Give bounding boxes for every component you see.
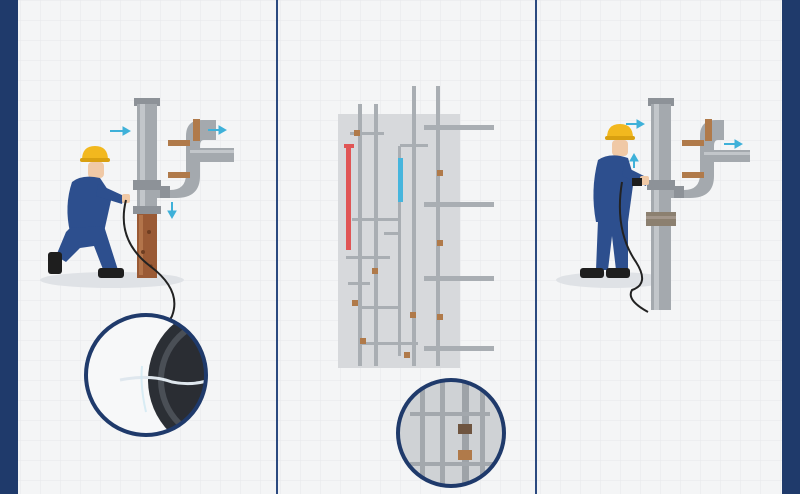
piping-schematic-panel (338, 86, 506, 488)
magnifier-icon (396, 378, 506, 488)
pipe-icon (133, 98, 234, 278)
repaired-pipe-panel (556, 98, 750, 313)
sensor-cable (618, 181, 649, 313)
magnifier-icon (84, 313, 208, 437)
detector-tool-icon (632, 178, 642, 186)
pipe-icon (646, 98, 750, 310)
cold-water-line (398, 158, 403, 202)
hot-water-line (346, 146, 351, 250)
worker-icon (48, 146, 130, 278)
flow-arrow-icon (110, 125, 228, 220)
pipe-network-icon (346, 86, 494, 366)
left-border (0, 0, 18, 494)
flow-arrow-icon (626, 119, 744, 168)
right-border (782, 0, 800, 494)
worker-icon (580, 124, 649, 278)
leak-detection-panel (40, 98, 234, 437)
